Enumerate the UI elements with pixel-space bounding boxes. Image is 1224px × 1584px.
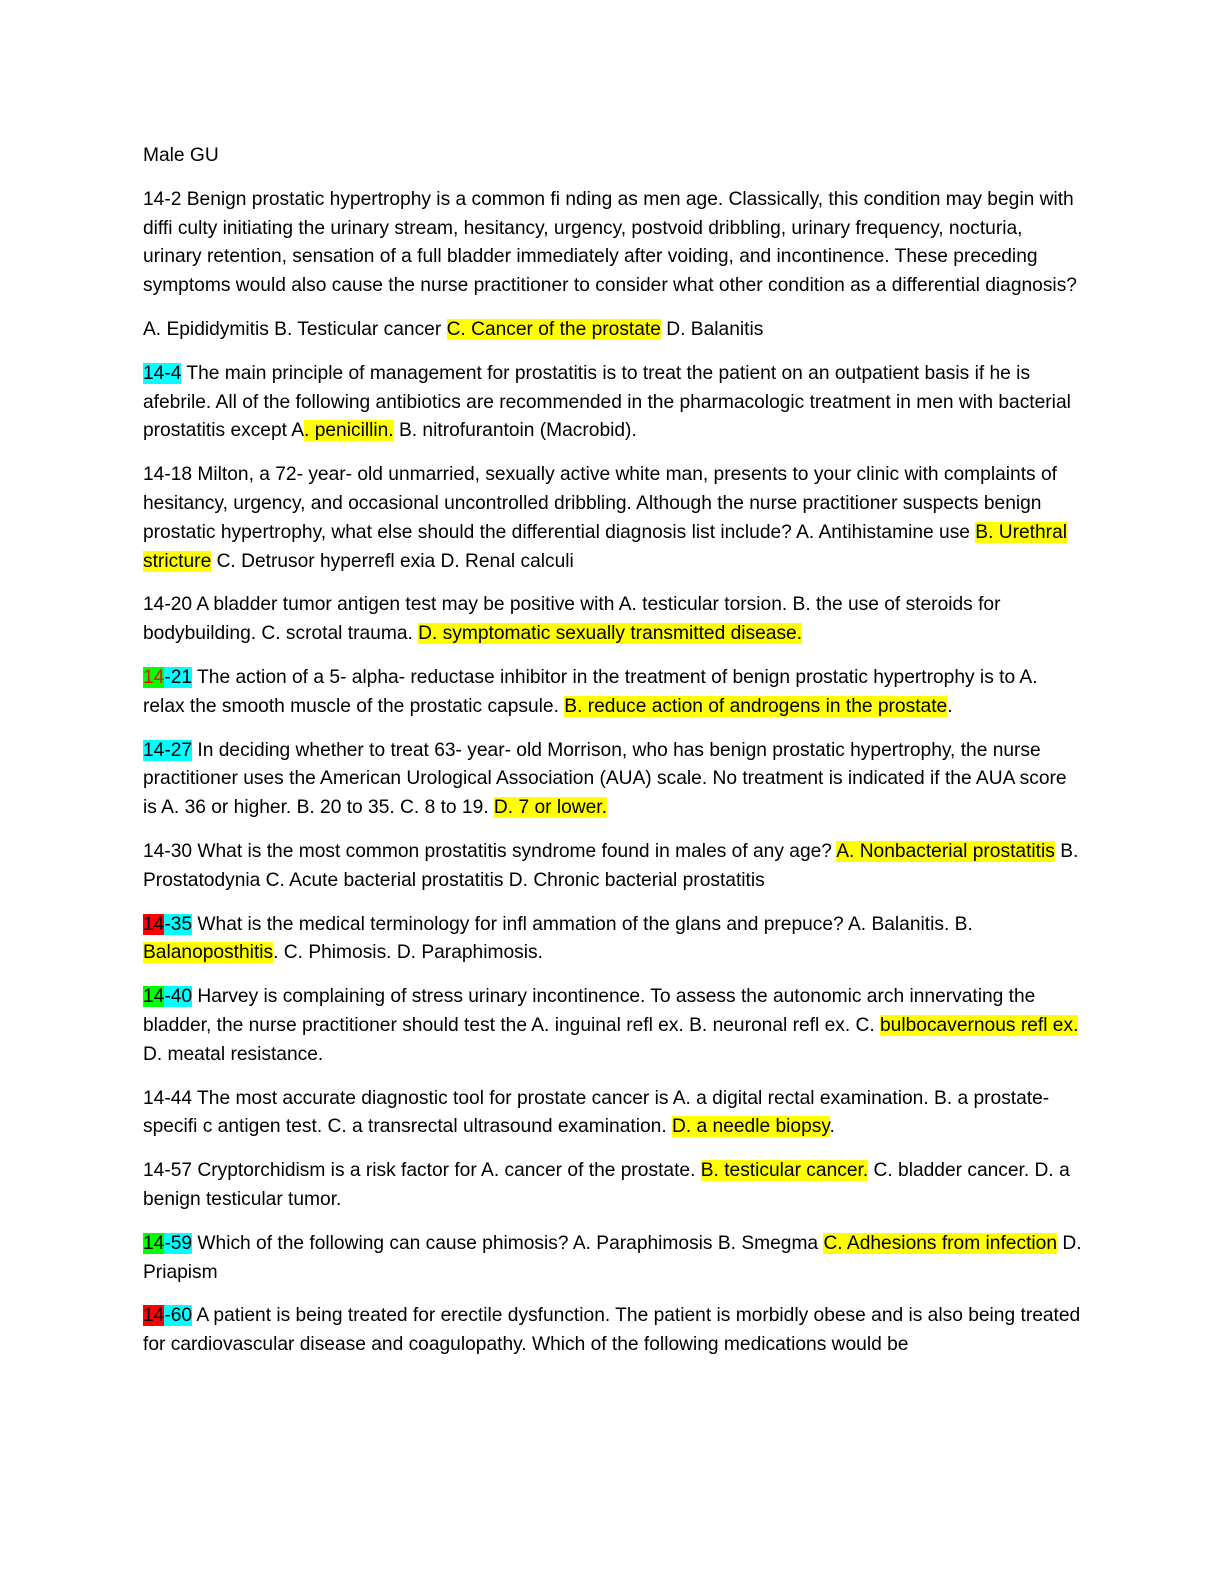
question-paragraph: 14-57 Cryptorchidism is a risk factor fo…	[143, 1157, 1083, 1215]
answer-highlight: B. testicular cancer.	[700, 1160, 869, 1182]
document-body: Male GU 14-2 Benign prostatic hypertroph…	[143, 142, 1083, 1375]
question-list: 14-2 Benign prostatic hypertrophy is a c…	[143, 186, 1083, 1360]
question-paragraph: 14-18 Milton, a 72- year- old unmarried,…	[143, 461, 1083, 576]
question-paragraph: 14-21 The action of a 5- alpha- reductas…	[143, 664, 1083, 722]
question-paragraph: A. Epididymitis B. Testicular cancer C. …	[143, 316, 1083, 345]
text-run: B. nitrofurantoin (Macrobid).	[393, 420, 637, 442]
text-run: The action of a 5- alpha- reductase inhi…	[143, 666, 1038, 717]
text-run: D. Balanitis	[660, 318, 764, 340]
text-run: D. meatal resistance.	[143, 1043, 324, 1065]
question-paragraph: 14-59 Which of the following can cause p…	[143, 1230, 1083, 1288]
question-number-highlight: -60	[164, 1305, 193, 1327]
question-number-highlight: 14	[143, 1305, 165, 1327]
text-run: Which of the following can cause phimosi…	[192, 1232, 824, 1254]
question-number-highlight: 14-27	[143, 739, 193, 761]
question-number-highlight: 14	[143, 666, 165, 688]
question-number-highlight: 14	[143, 986, 165, 1008]
text-run: 14-18 Milton, a 72- year- old unmarried,…	[143, 464, 1057, 543]
question-number-highlight: 14	[143, 1232, 165, 1254]
question-paragraph: 14-60 A patient is being treated for ere…	[143, 1302, 1083, 1360]
text-run: C. bladder cancer. D. a benign testicula…	[143, 1160, 1070, 1210]
answer-highlight: . penicillin.	[304, 420, 394, 442]
question-paragraph: 14-30 What is the most common prostatiti…	[143, 838, 1083, 896]
text-run: 14-44 The most accurate diagnostic tool …	[143, 1087, 1050, 1138]
text-run: A patient is being treated for erectile …	[143, 1305, 1081, 1356]
answer-highlight: B. reduce action of androgens in the pro…	[564, 695, 948, 717]
answer-highlight: C. Adhesions from infection	[823, 1232, 1058, 1254]
text-run: In deciding whether to treat 63- year- o…	[143, 739, 1067, 819]
question-number-highlight: -59	[164, 1232, 193, 1254]
text-run: A. Epididymitis B. Testicular cancer	[143, 318, 447, 340]
answer-highlight: A. Nonbacterial prostatitis	[836, 840, 1055, 862]
question-paragraph: 14-2 Benign prostatic hypertrophy is a c…	[143, 186, 1083, 301]
text-run: B. Prostatodynia C. Acute bacterial pros…	[143, 840, 1079, 891]
question-paragraph: 14-20 A bladder tumor antigen test may b…	[143, 591, 1083, 649]
text-run: The main principle of management for pro…	[143, 362, 1071, 442]
answer-highlight: D. symptomatic sexually transmitted dise…	[418, 623, 803, 645]
question-paragraph: 14-35 What is the medical terminology fo…	[143, 911, 1083, 969]
question-number-highlight: -21	[164, 666, 193, 688]
text-run: 14-57 Cryptorchidism is a risk factor fo…	[143, 1160, 701, 1182]
text-run: 14-2 Benign prostatic hypertrophy is a c…	[143, 188, 1077, 297]
document-title: Male GU	[143, 145, 219, 166]
question-paragraph: 14-27 In deciding whether to treat 63- y…	[143, 737, 1083, 823]
answer-highlight: D. a needle biopsy	[672, 1116, 830, 1138]
text-run: C. Detrusor hyperrefl exia D. Renal calc…	[211, 550, 574, 572]
text-run: D. Priapism	[143, 1232, 1082, 1283]
text-run: What is the medical terminology for infl…	[192, 913, 973, 935]
answer-highlight: D. 7 or lower.	[493, 797, 607, 819]
question-number-highlight: -40	[164, 986, 193, 1008]
answer-highlight: bulbocavernous refl ex.	[880, 1014, 1079, 1036]
question-paragraph: 14-40 Harvey is complaining of stress ur…	[143, 983, 1083, 1069]
text-run: . C. Phimosis. D. Paraphimosis.	[273, 942, 543, 964]
answer-highlight: C. Cancer of the prostate	[446, 318, 661, 340]
answer-highlight: Balanoposthitis	[143, 942, 274, 964]
question-paragraph: 14-44 The most accurate diagnostic tool …	[143, 1085, 1083, 1143]
question-number-highlight: 14	[143, 913, 165, 935]
text-run: 14-30 What is the most common prostatiti…	[143, 840, 837, 862]
text-run: 14-20 A bladder tumor antigen test may b…	[143, 594, 1001, 645]
text-run: .	[829, 1116, 835, 1138]
text-run: Harvey is complaining of stress urinary …	[143, 986, 1036, 1036]
text-run: .	[947, 695, 953, 717]
question-number-highlight: -35	[164, 913, 193, 935]
question-number-highlight: 14-4	[143, 362, 182, 384]
question-paragraph: 14-4 The main principle of management fo…	[143, 360, 1083, 446]
